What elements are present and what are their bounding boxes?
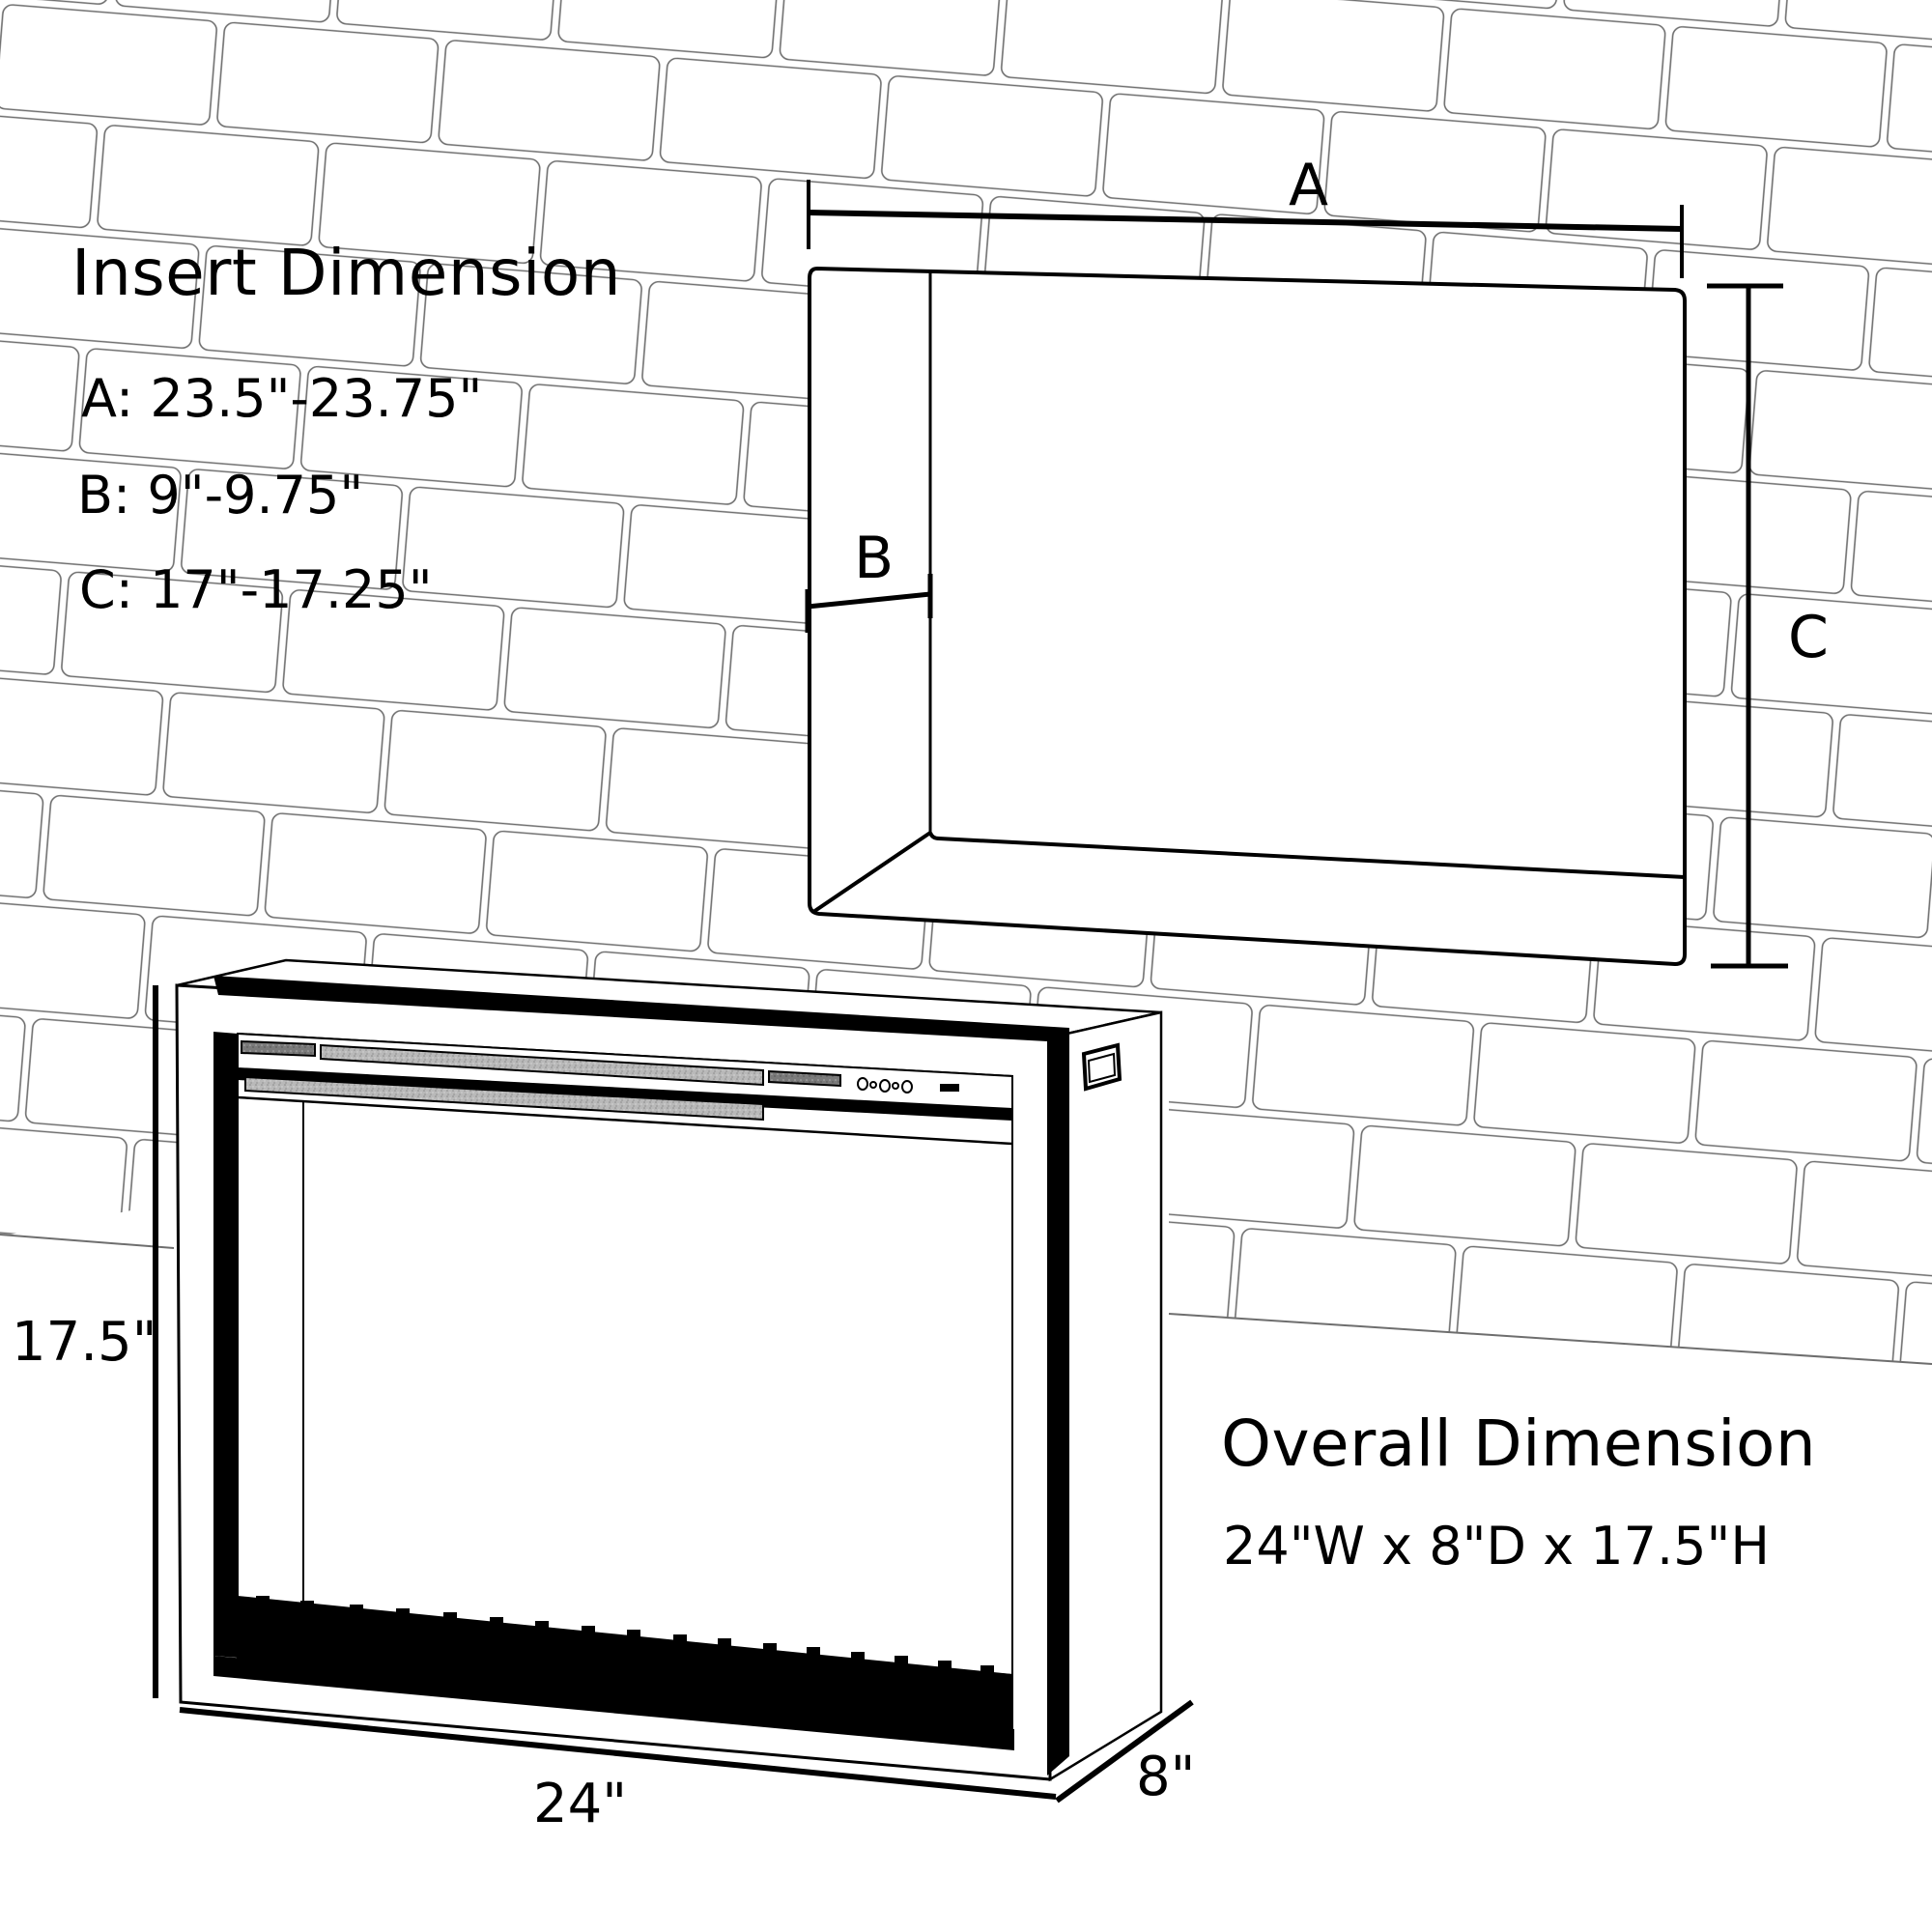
height-label: 17.5": [12, 1311, 157, 1374]
side-handle: [1081, 1042, 1122, 1092]
insert-opening: [808, 266, 1687, 967]
callout-c: C: [1788, 604, 1829, 671]
dimension-a: [807, 180, 1684, 278]
depth-label: 8": [1136, 1746, 1196, 1808]
dimension-width: [179, 1707, 1057, 1800]
spec-c: C: 17"-17.25": [79, 559, 433, 620]
spec-a: A: 23.5"-23.75": [81, 368, 483, 429]
dimension-b: [805, 574, 933, 633]
callout-a: A: [1289, 152, 1329, 219]
width-label: 24": [533, 1773, 628, 1835]
insert-dimension-title: Insert Dimension: [71, 236, 622, 310]
overall-dimension-text: 24"W x 8"D x 17.5"H: [1223, 1516, 1770, 1577]
fireplace-unit: [175, 958, 1163, 1782]
dimension-depth: [1055, 1699, 1194, 1804]
control-buttons: [857, 1077, 959, 1094]
callout-b: B: [854, 525, 895, 592]
spec-b: B: 9"-9.75": [77, 465, 364, 526]
overall-dimension-title: Overall Dimension: [1221, 1406, 1817, 1481]
dimension-c: [1707, 283, 1788, 969]
